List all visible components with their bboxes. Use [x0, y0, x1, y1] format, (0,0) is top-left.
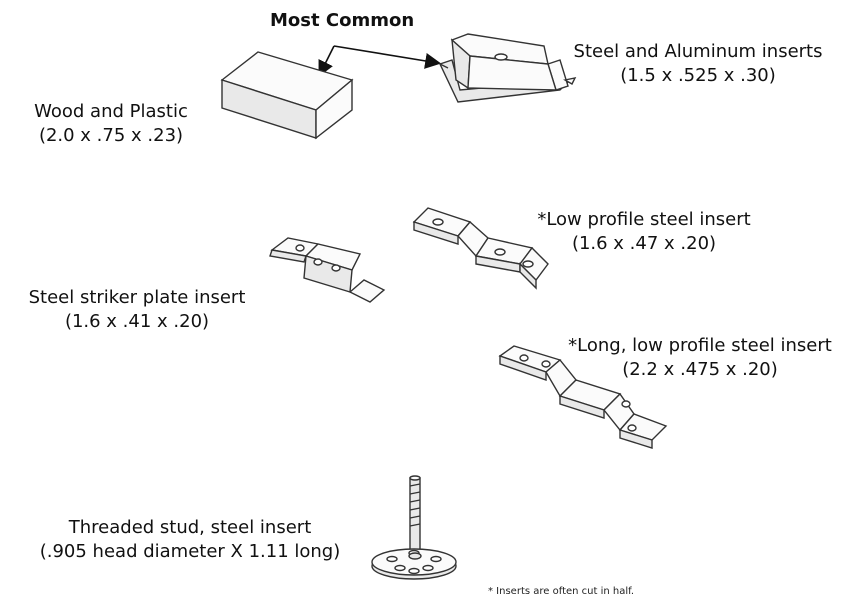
label-line1: Wood and Plastic	[34, 101, 188, 122]
label-wood-plastic: Wood and Plastic (2.0 x .75 x .23)	[0, 100, 222, 148]
steel-aluminum-insert	[439, 33, 577, 103]
label-line1: *Long, low profile steel insert	[568, 335, 832, 356]
label-line2: (1.6 x .47 x .20)	[571, 233, 717, 254]
label-line1: Threaded stud, steel insert	[68, 517, 312, 538]
label-line2: (1.5 x .525 x .30)	[620, 65, 776, 86]
pointer-arrows	[318, 45, 442, 77]
label-steel-striker-plate-insert: Steel striker plate insert (1.6 x .41 x …	[6, 286, 268, 334]
label-line2: (2.0 x .75 x .23)	[38, 125, 184, 146]
low-profile-steel-insert	[412, 207, 549, 290]
threaded-stud-insert	[371, 475, 457, 580]
label-line1: Steel and Aluminum inserts	[573, 41, 823, 62]
label-steel-aluminum-inserts: Steel and Aluminum inserts (1.5 x .525 x…	[548, 40, 848, 88]
label-line2: (2.2 x .475 x .20)	[622, 359, 778, 380]
label-line2: (.905 head diameter X 1.11 long)	[39, 541, 341, 562]
wood-plastic-block	[220, 51, 354, 140]
label-line2: (1.6 x .41 x .20)	[64, 311, 210, 332]
label-threaded-stud-steel-insert: Threaded stud, steel insert (.905 head d…	[0, 516, 380, 564]
long-low-profile-steel-insert	[498, 345, 668, 449]
label-line1: Steel striker plate insert	[28, 287, 246, 308]
label-low-profile-steel-insert: *Low profile steel insert (1.6 x .47 x .…	[514, 208, 774, 256]
label-line1: *Low profile steel insert	[537, 209, 751, 230]
footnote: * Inserts are often cut in half.	[488, 586, 635, 597]
label-long-low-profile-steel-insert: *Long, low profile steel insert (2.2 x .…	[540, 334, 860, 382]
most-common-title: Most Common	[270, 10, 415, 31]
steel-striker-plate-insert	[269, 237, 386, 303]
